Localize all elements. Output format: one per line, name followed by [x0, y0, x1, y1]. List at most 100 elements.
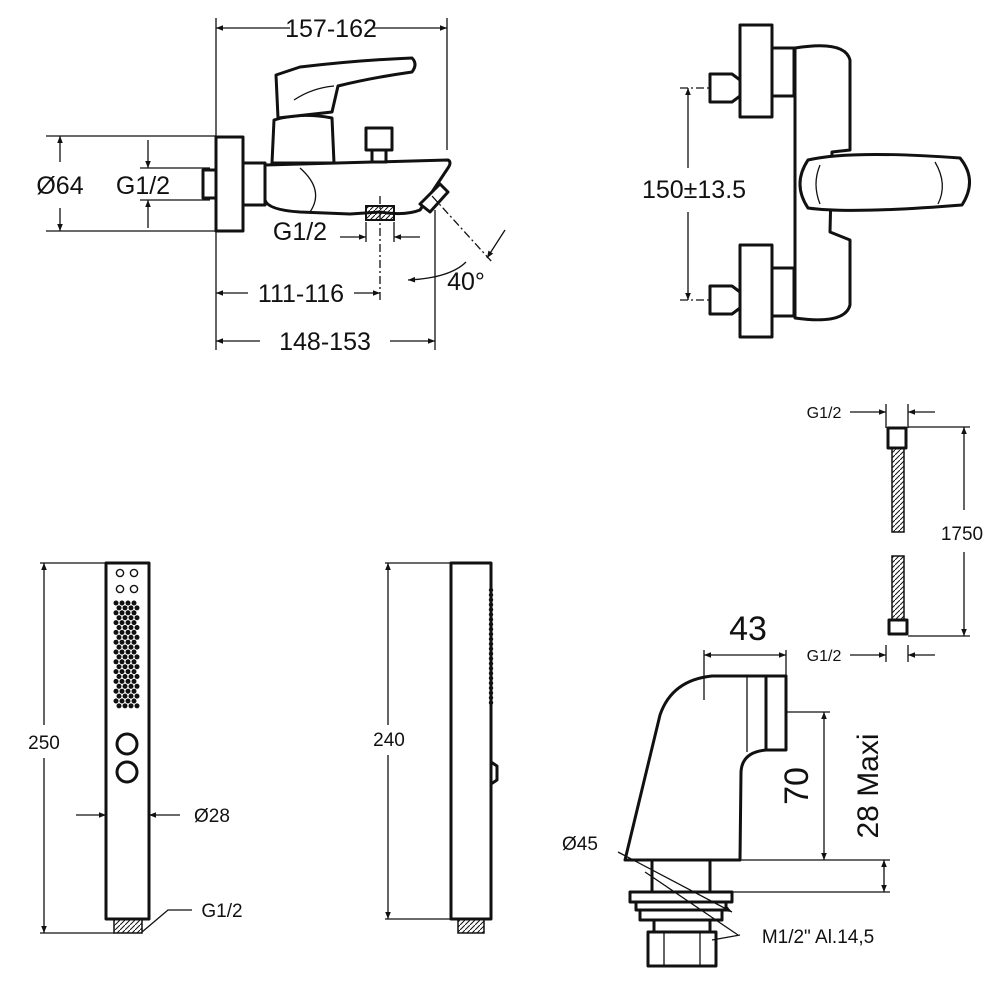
nozzle-dot	[113, 649, 119, 655]
side-nozzle-dot	[488, 700, 494, 705]
nozzle-dot	[125, 620, 131, 626]
side-nozzle-dot	[488, 612, 494, 617]
mixer-top-view: 150±13.5	[642, 23, 971, 339]
nozzle-dot	[131, 698, 137, 704]
handshower-side-view: 240	[373, 561, 499, 934]
side-nozzle-dot	[488, 676, 494, 681]
nozzle-dot	[119, 659, 125, 665]
nozzle-dot	[128, 664, 134, 670]
nozzle-dot	[113, 600, 119, 606]
label-inlet-spacing: 150±13.5	[642, 176, 746, 204]
side-nozzle-dot	[488, 661, 494, 666]
nozzle-dot	[131, 639, 137, 645]
nozzle-dot	[125, 629, 131, 635]
nozzle-dot	[128, 703, 134, 709]
side-nozzle-dot	[488, 651, 494, 656]
nozzle-dot	[116, 615, 122, 621]
nozzle-dot	[119, 629, 125, 635]
label-spout-angle: 40°	[447, 268, 485, 296]
nozzle-dot	[128, 634, 134, 640]
nozzle-ring	[115, 584, 125, 594]
nozzle-dot	[128, 683, 134, 689]
label-inlet-thread: G1/2	[116, 172, 170, 200]
nozzle-dot	[128, 644, 134, 650]
nozzle-dot	[116, 693, 122, 699]
nozzle-dot	[131, 659, 137, 665]
label-hose-thread-bottom: G1/2	[807, 648, 842, 665]
label-flange-diameter: Ø64	[36, 172, 83, 200]
nozzle-dot	[131, 649, 137, 655]
nozzle-dot	[131, 629, 137, 635]
label-outlet-thread: G1/2	[273, 218, 327, 246]
nozzle-dot	[134, 615, 140, 621]
nozzle-dot	[131, 688, 137, 694]
side-nozzle-dot	[488, 602, 494, 607]
side-nozzle-dot	[488, 622, 494, 627]
nozzle-dot	[128, 605, 134, 611]
nozzle-dot	[125, 698, 131, 704]
nozzle-dot	[116, 625, 122, 630]
nozzle-dot	[113, 629, 119, 635]
nozzle-dot	[125, 678, 131, 684]
nozzle-dot	[116, 605, 122, 611]
label-hose-length: 1750	[941, 524, 983, 545]
mixer-front-view: 157-162 Ø64 G1/2 G1/2 111-116 148-153 40…	[36, 15, 506, 356]
nozzle-dot	[125, 669, 131, 675]
nozzle-dot	[131, 610, 137, 616]
nozzle-dot	[122, 605, 128, 611]
nozzle-dot	[119, 610, 125, 616]
nozzle-dot	[134, 605, 140, 611]
nozzle-ring	[115, 568, 125, 578]
nozzle-dot	[119, 649, 125, 655]
side-nozzle-dot	[488, 685, 494, 691]
side-nozzle-dot	[488, 641, 494, 647]
nozzle-dot	[125, 600, 131, 606]
label-eccentric-height: 70	[778, 767, 816, 805]
nozzle-dot	[116, 634, 122, 640]
nozzle-dot	[113, 678, 119, 684]
nozzle-dot	[134, 674, 140, 679]
nozzle-dot	[113, 698, 119, 704]
nozzle-dot	[119, 698, 125, 704]
nozzle-dot	[122, 674, 128, 679]
nozzle-dot	[113, 639, 119, 645]
nozzle-dot	[122, 703, 128, 709]
nozzle-dot	[122, 625, 128, 630]
nozzle-dot	[119, 600, 125, 606]
side-nozzle-dot	[488, 671, 494, 676]
nozzle-dot	[134, 634, 140, 640]
label-total-length: 157-162	[285, 15, 377, 43]
side-nozzle-dot	[488, 627, 494, 632]
nozzle-dot	[125, 639, 131, 645]
nozzle-dot	[128, 625, 134, 630]
side-nozzle-dot	[488, 666, 494, 671]
label-spout-length: 148-153	[279, 328, 371, 356]
nozzle-dot	[131, 600, 137, 606]
nozzle-dot	[134, 644, 140, 650]
label-eccentric-thread: M1/2" Al.14,5	[762, 927, 874, 948]
nozzle-dot	[116, 664, 122, 670]
label-eccentric-width: 43	[729, 610, 767, 648]
nozzle-dot	[125, 688, 131, 694]
nozzle-dot	[116, 674, 122, 679]
nozzle-dot	[134, 703, 140, 709]
label-handshower-diameter: Ø28	[194, 806, 230, 827]
nozzle-dot	[134, 654, 140, 660]
side-nozzle-dot	[488, 631, 494, 637]
label-handshower-thread: G1/2	[201, 901, 242, 922]
nozzle-dot	[131, 678, 137, 684]
nozzle-dot	[122, 664, 128, 670]
nozzle-dot	[119, 678, 125, 684]
handshower-side-nozzles	[488, 587, 494, 705]
nozzle-dot	[125, 610, 131, 616]
nozzle-dot	[128, 654, 134, 660]
nozzle-dot	[125, 649, 131, 655]
nozzle-dot	[113, 669, 119, 675]
nozzle-dot	[119, 688, 125, 694]
nozzle-dot	[122, 644, 128, 650]
nozzle-dot	[122, 615, 128, 621]
side-nozzle-dot	[488, 636, 494, 642]
label-outlet-offset: 111-116	[258, 280, 344, 308]
nozzle-dot	[122, 683, 128, 689]
